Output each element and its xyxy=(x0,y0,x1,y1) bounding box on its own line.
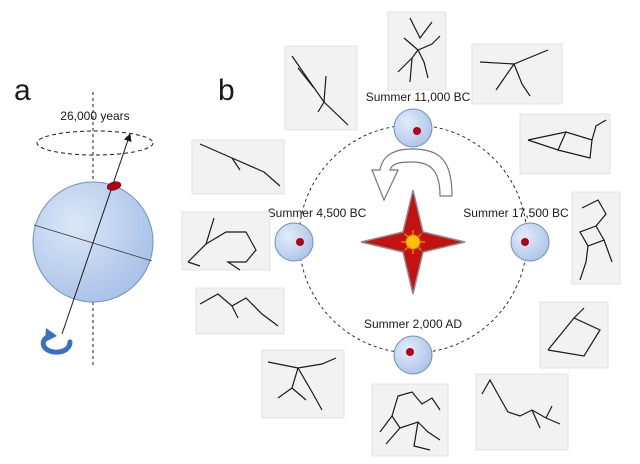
precession-orbit xyxy=(36,130,154,156)
constellation-card-8 xyxy=(371,383,449,457)
tilted-rotation-axis xyxy=(61,133,132,335)
panel-a-label: a xyxy=(14,74,31,107)
curved-rotation-arrow-icon xyxy=(40,328,73,355)
position-label-top: Summer 11,000 BC xyxy=(366,90,471,104)
sun-icon xyxy=(401,230,425,254)
constellation-card-5 xyxy=(571,191,621,285)
position-label-left: Summer 4,500 BC xyxy=(268,206,367,220)
earth-position-left xyxy=(274,222,314,262)
constellation-card-12 xyxy=(191,139,285,195)
constellation-card-3 xyxy=(471,43,563,105)
constellation-card-10 xyxy=(195,287,285,335)
constellation-card-1 xyxy=(387,11,447,91)
panel-b-label: b xyxy=(218,74,235,107)
constellation-card-6 xyxy=(539,301,609,369)
panel-a: 26,000 years xyxy=(32,92,154,365)
earth-position-right xyxy=(510,222,550,262)
earth-position-top xyxy=(393,108,433,148)
panel-b: Summer 11,000 BC Summer 4,500 BC Summer … xyxy=(181,11,621,457)
constellation-card-4 xyxy=(519,113,611,175)
position-label-bottom: Summer 2,000 AD xyxy=(364,317,462,331)
period-label: 26,000 years xyxy=(60,109,129,123)
constellation-card-11 xyxy=(181,211,271,271)
constellation-card-7 xyxy=(475,373,569,451)
earth-position-bottom xyxy=(393,335,433,375)
constellation-card-9 xyxy=(261,349,345,419)
position-label-right: Summer 17,500 BC xyxy=(463,206,569,220)
constellation-card-2 xyxy=(284,45,358,131)
pole-marker xyxy=(106,181,122,191)
curved-precession-arrow-icon xyxy=(371,148,453,202)
